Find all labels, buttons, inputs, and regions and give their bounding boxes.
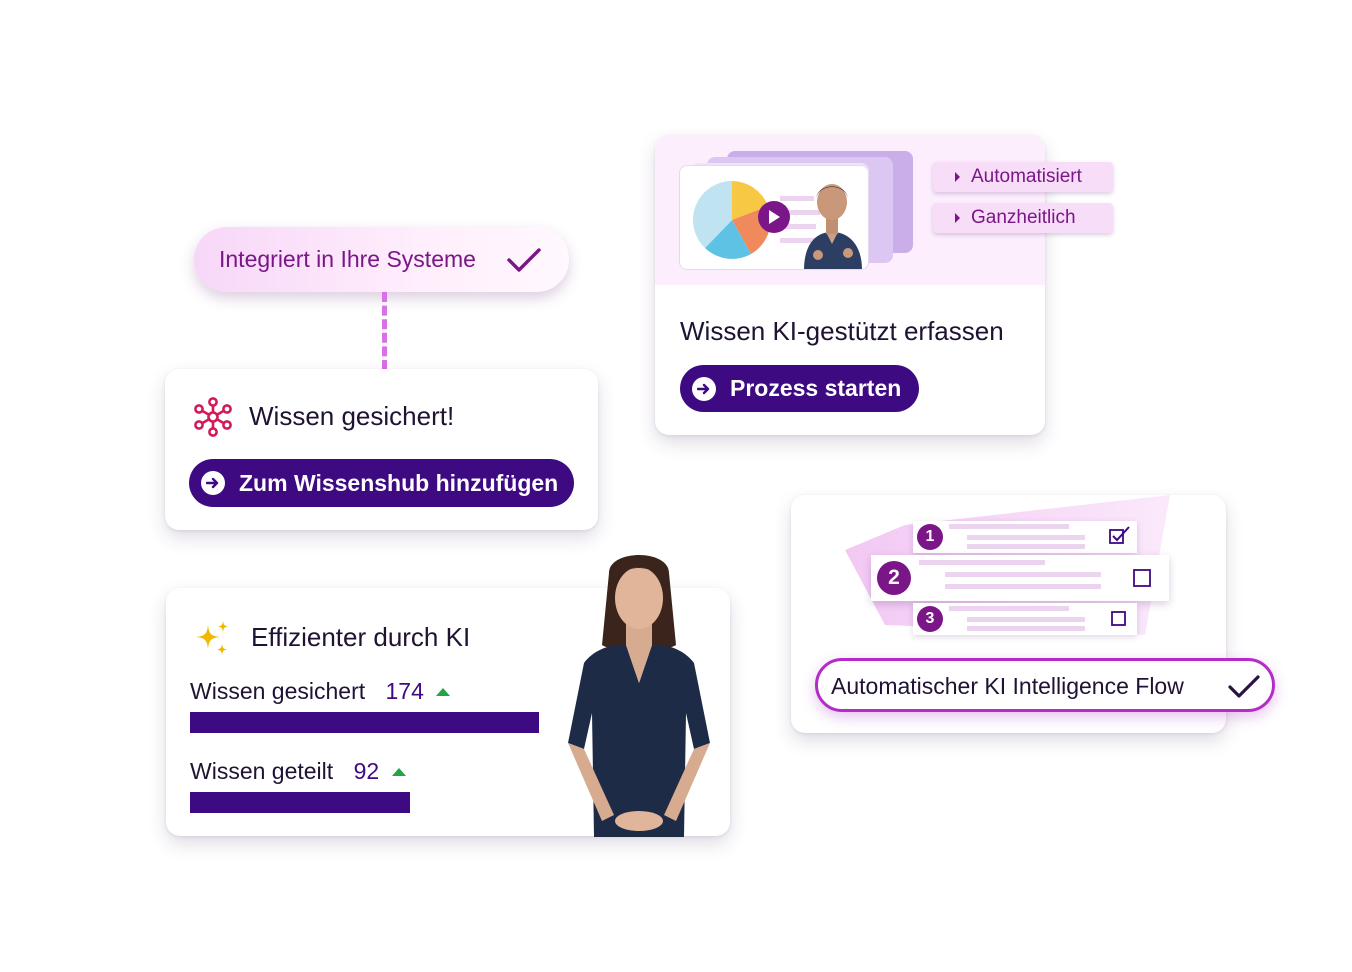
tag-automated[interactable]: Automatisiert — [933, 162, 1113, 192]
metric-label: Wissen gesichert — [190, 678, 366, 704]
flow-step-1: 1 — [913, 521, 1137, 553]
flow-card: 1 2 3 — [791, 495, 1226, 733]
tag-holistic-label: Ganzheitlich — [971, 207, 1076, 228]
step-number: 1 — [925, 528, 935, 545]
step-number-badge: 2 — [877, 561, 911, 595]
tag-automated-label: Automatisiert — [971, 166, 1082, 187]
flow-step-2: 2 — [871, 555, 1169, 601]
integrated-pill: Integriert in Ihre Systeme — [194, 227, 569, 292]
step-number: 3 — [925, 610, 935, 627]
video-thumbnail[interactable] — [679, 165, 869, 270]
step-number: 2 — [888, 566, 900, 589]
presenter-avatar — [804, 184, 862, 269]
trend-up-icon — [391, 768, 406, 776]
add-to-hub-label: Zum Wissenshub hinzufügen — [239, 469, 559, 496]
caret-right-icon — [955, 172, 960, 182]
dashed-connector — [382, 292, 387, 370]
secured-card: Wissen gesichert! Zum Wissenshub hinzufü… — [165, 369, 598, 530]
add-to-hub-button[interactable]: Zum Wissenshub hinzufügen — [189, 459, 574, 507]
step-number-badge: 3 — [917, 606, 943, 632]
step-line — [967, 544, 1085, 549]
step-line — [967, 617, 1085, 622]
presenter-avatar — [568, 555, 710, 837]
step-number-badge: 1 — [917, 524, 943, 550]
step-line — [945, 572, 1101, 577]
step-line — [919, 560, 1045, 565]
arrow-right-icon — [692, 376, 716, 401]
network-icon — [194, 397, 232, 437]
tag-holistic[interactable]: Ganzheitlich — [933, 203, 1113, 233]
step-line — [945, 584, 1101, 589]
checkbox-icon[interactable] — [1133, 569, 1151, 587]
metric-bar-container — [190, 792, 539, 813]
checkmark-icon — [1228, 675, 1260, 698]
start-process-button[interactable]: Prozess starten — [680, 365, 919, 412]
efficiency-title: Effizienter durch KI — [251, 622, 471, 652]
caret-right-icon — [955, 213, 960, 223]
metric-value: 174 — [385, 678, 424, 704]
slide-line — [780, 238, 820, 243]
checkmark-icon — [507, 248, 541, 272]
flow-step-3: 3 — [913, 603, 1137, 635]
flow-label: Automatischer KI Intelligence Flow — [831, 673, 1184, 699]
metric-row: Wissen gesichert 174 — [190, 678, 451, 705]
arrow-right-icon — [201, 471, 225, 495]
play-icon — [769, 210, 780, 224]
step-line — [967, 535, 1085, 540]
step-line — [949, 524, 1069, 529]
step-line — [967, 626, 1085, 631]
metric-label: Wissen geteilt — [190, 758, 334, 784]
metric-bar-1 — [190, 792, 410, 813]
capture-title: Wissen KI-gestützt erfassen — [680, 316, 1004, 346]
play-button[interactable] — [758, 201, 790, 233]
metric-row: Wissen geteilt 92 — [190, 758, 406, 785]
metric-bar-container — [190, 712, 539, 733]
metric-bar-0 — [190, 712, 539, 733]
flow-pill: Automatischer KI Intelligence Flow — [815, 658, 1275, 712]
trend-up-icon — [436, 688, 451, 696]
step-line — [949, 606, 1069, 611]
checkbox-checked-icon[interactable] — [1109, 525, 1131, 545]
slide-line — [780, 210, 820, 215]
sparkles-icon — [196, 621, 228, 655]
slide-line — [780, 224, 816, 229]
slide-line — [780, 196, 814, 201]
secured-title: Wissen gesichert! — [249, 401, 455, 431]
metric-value: 92 — [353, 758, 380, 784]
integrated-label: Integriert in Ihre Systeme — [219, 246, 476, 272]
start-process-label: Prozess starten — [730, 375, 902, 401]
checkbox-icon[interactable] — [1111, 611, 1127, 627]
